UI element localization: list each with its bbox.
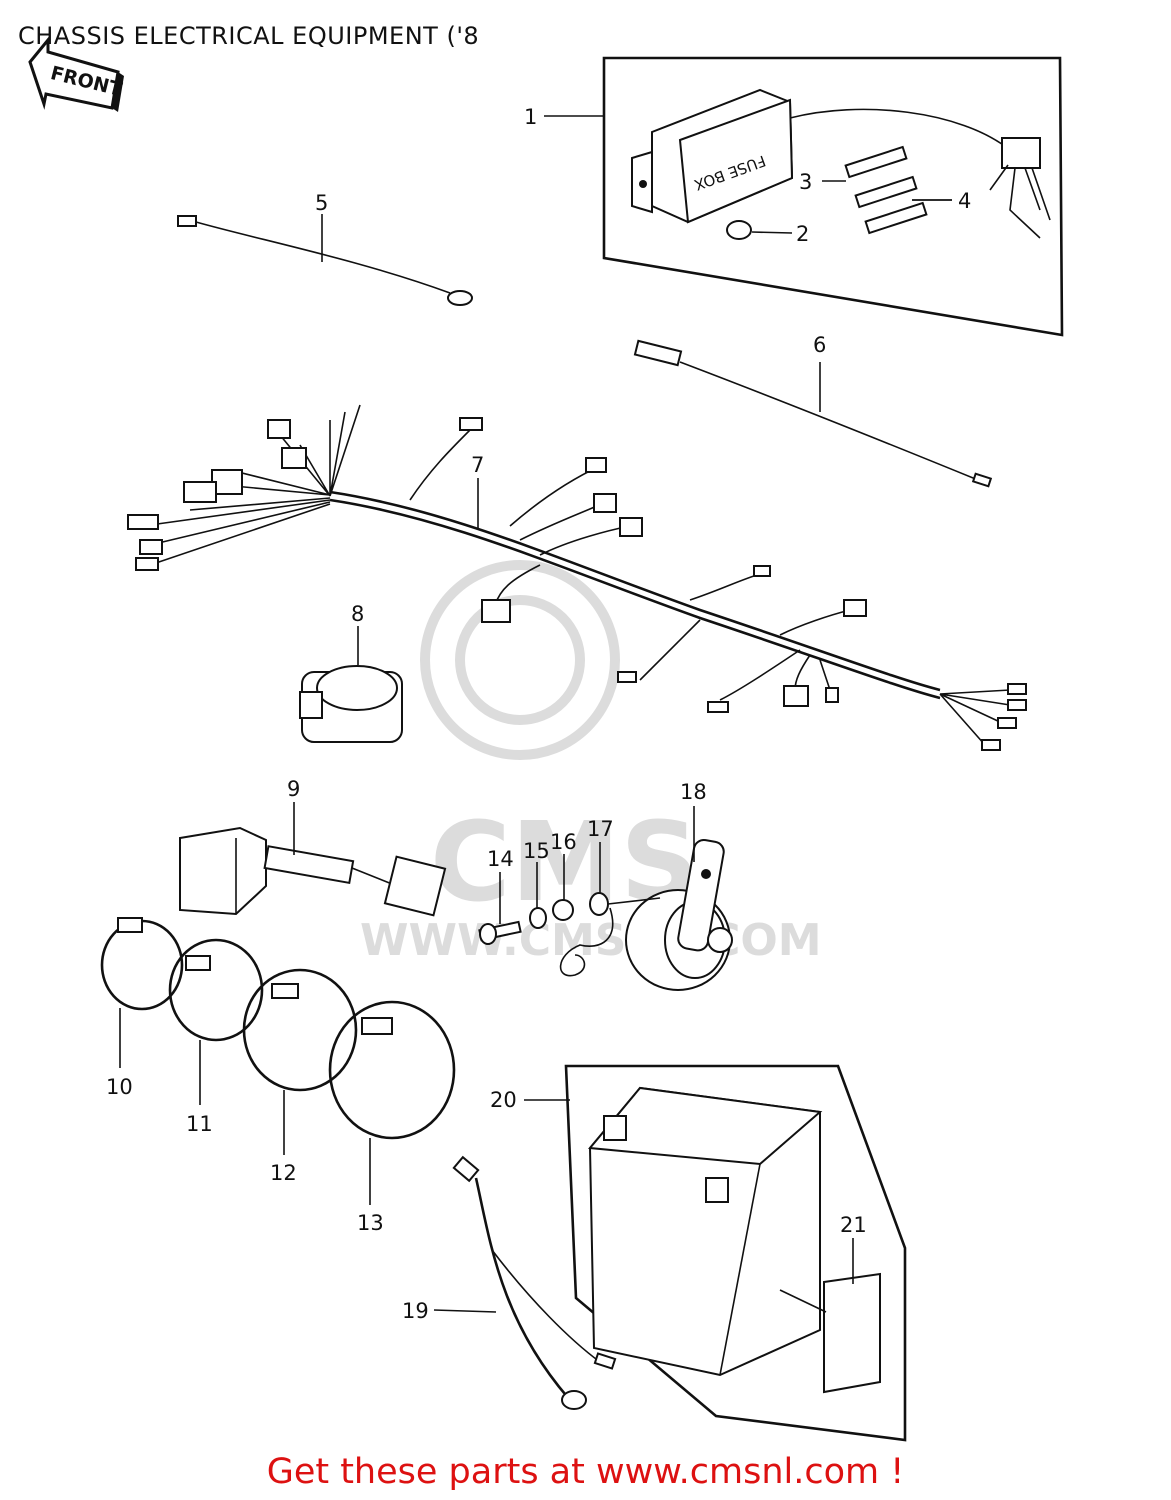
part-number-2: 2	[796, 222, 809, 246]
front-arrow-icon: FRONT	[28, 35, 124, 112]
part-number-8: 8	[351, 602, 364, 626]
battery-label-icon	[779, 1238, 881, 1394]
battery-cable-icon	[433, 1155, 617, 1410]
watermark-url: WWW.CMSNL.COM	[360, 915, 822, 966]
part-number-14: 14	[487, 847, 514, 871]
bolt-and-washers-icon	[478, 842, 609, 945]
clamp-13-icon	[328, 1000, 456, 1205]
part-number-7: 7	[471, 453, 484, 477]
fuse-box-icon: FUSE BOX	[631, 88, 1051, 239]
clamp-10-icon	[100, 917, 184, 1068]
part-number-10: 10	[106, 1075, 133, 1099]
part-number-5: 5	[315, 191, 328, 215]
wiring-harness-icon	[127, 404, 1027, 751]
part-number-15: 15	[523, 839, 550, 863]
flasher-unit-icon	[179, 802, 447, 917]
part-number-13: 13	[357, 1211, 384, 1235]
fuse-holder-nut-icon	[726, 220, 793, 240]
part-number-12: 12	[270, 1161, 297, 1185]
battery-group-frame	[564, 1064, 907, 1442]
buy-parts-link[interactable]: Get these parts at www.cmsnl.com !	[266, 1452, 905, 1492]
part-number-11: 11	[186, 1112, 213, 1136]
part-number-18: 18	[680, 780, 707, 804]
part-number-19: 19	[402, 1299, 429, 1323]
part-number-20: 20	[490, 1088, 517, 1112]
sensor-lead-icon	[633, 339, 993, 488]
part-number-4: 4	[958, 189, 971, 213]
fuses-icon	[822, 145, 952, 235]
battery-icon	[524, 1086, 823, 1377]
part-number-6: 6	[813, 333, 826, 357]
clamp-12-icon	[242, 968, 358, 1155]
part-number-1: 1	[524, 105, 537, 129]
part-number-3: 3	[799, 170, 812, 194]
part-number-16: 16	[550, 830, 577, 854]
fuse-box-group-frame	[602, 56, 1064, 337]
horn-icon	[559, 806, 733, 991]
clamp-11-icon	[168, 938, 264, 1105]
ground-lead-icon	[177, 214, 473, 306]
relay-icon	[299, 626, 403, 743]
part-number-21: 21	[840, 1213, 867, 1237]
part-number-17: 17	[587, 817, 614, 841]
part-number-9: 9	[287, 777, 300, 801]
page-title: CHASSIS ELECTRICAL EQUIPMENT ('8	[18, 22, 480, 50]
